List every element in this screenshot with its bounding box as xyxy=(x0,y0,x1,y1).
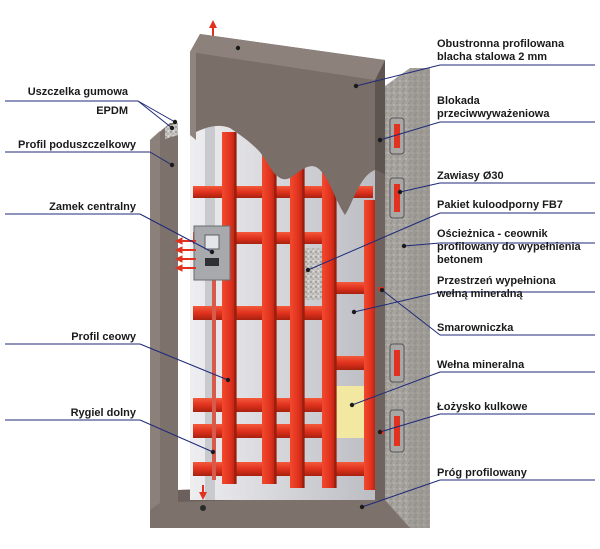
label-channel-profile: Profil ceowy xyxy=(71,331,137,343)
label-grease-nipple: Smarowniczka xyxy=(437,322,514,334)
label-anti-lift-line2: przeciwwyważeniowa xyxy=(437,108,550,120)
leader-dots xyxy=(169,45,407,510)
frame-left-profile xyxy=(150,123,178,528)
label-seal-line1: Uszczelka gumowa xyxy=(28,86,129,98)
steel-channel-grid xyxy=(193,128,378,490)
leader-lines xyxy=(5,64,595,508)
label-frame-line1: Ościeżnica - ceownik xyxy=(437,228,549,240)
label-hinges: Zawiasy Ø30 xyxy=(437,170,504,182)
label-bulletproof: Pakiet kuloodporny FB7 xyxy=(437,199,563,211)
label-anti-lift-line1: Blokada xyxy=(437,95,481,107)
label-bottom-bolt: Rygiel dolny xyxy=(71,407,137,419)
label-frame-line3: betonem xyxy=(437,254,483,266)
label-wool-space-line1: Przestrzeń wypełniona xyxy=(437,275,556,287)
central-lock xyxy=(193,225,231,281)
label-steel-sheet-line1: Obustronna profilowana xyxy=(437,38,565,50)
label-frame-line2: profilowany do wypełnienia xyxy=(437,241,582,253)
bottom-bolt-arrow xyxy=(199,485,207,511)
label-ball-bearing: Łożysko kulkowe xyxy=(437,401,527,413)
label-seal-line2: EPDM xyxy=(96,105,128,117)
label-mineral-wool: Wełna mineralna xyxy=(437,359,525,371)
door-steel-skin xyxy=(190,34,385,500)
lock-bolt-arrows xyxy=(174,237,196,272)
label-central-lock: Zamek centralny xyxy=(49,201,137,213)
label-wool-space-line2: wełną mineralną xyxy=(436,288,523,300)
label-threshold: Próg profilowany xyxy=(437,467,528,479)
label-steel-sheet-line2: blacha stalowa 2 mm xyxy=(437,51,547,63)
label-seal-profile: Profil poduszczelkowy xyxy=(18,139,137,151)
